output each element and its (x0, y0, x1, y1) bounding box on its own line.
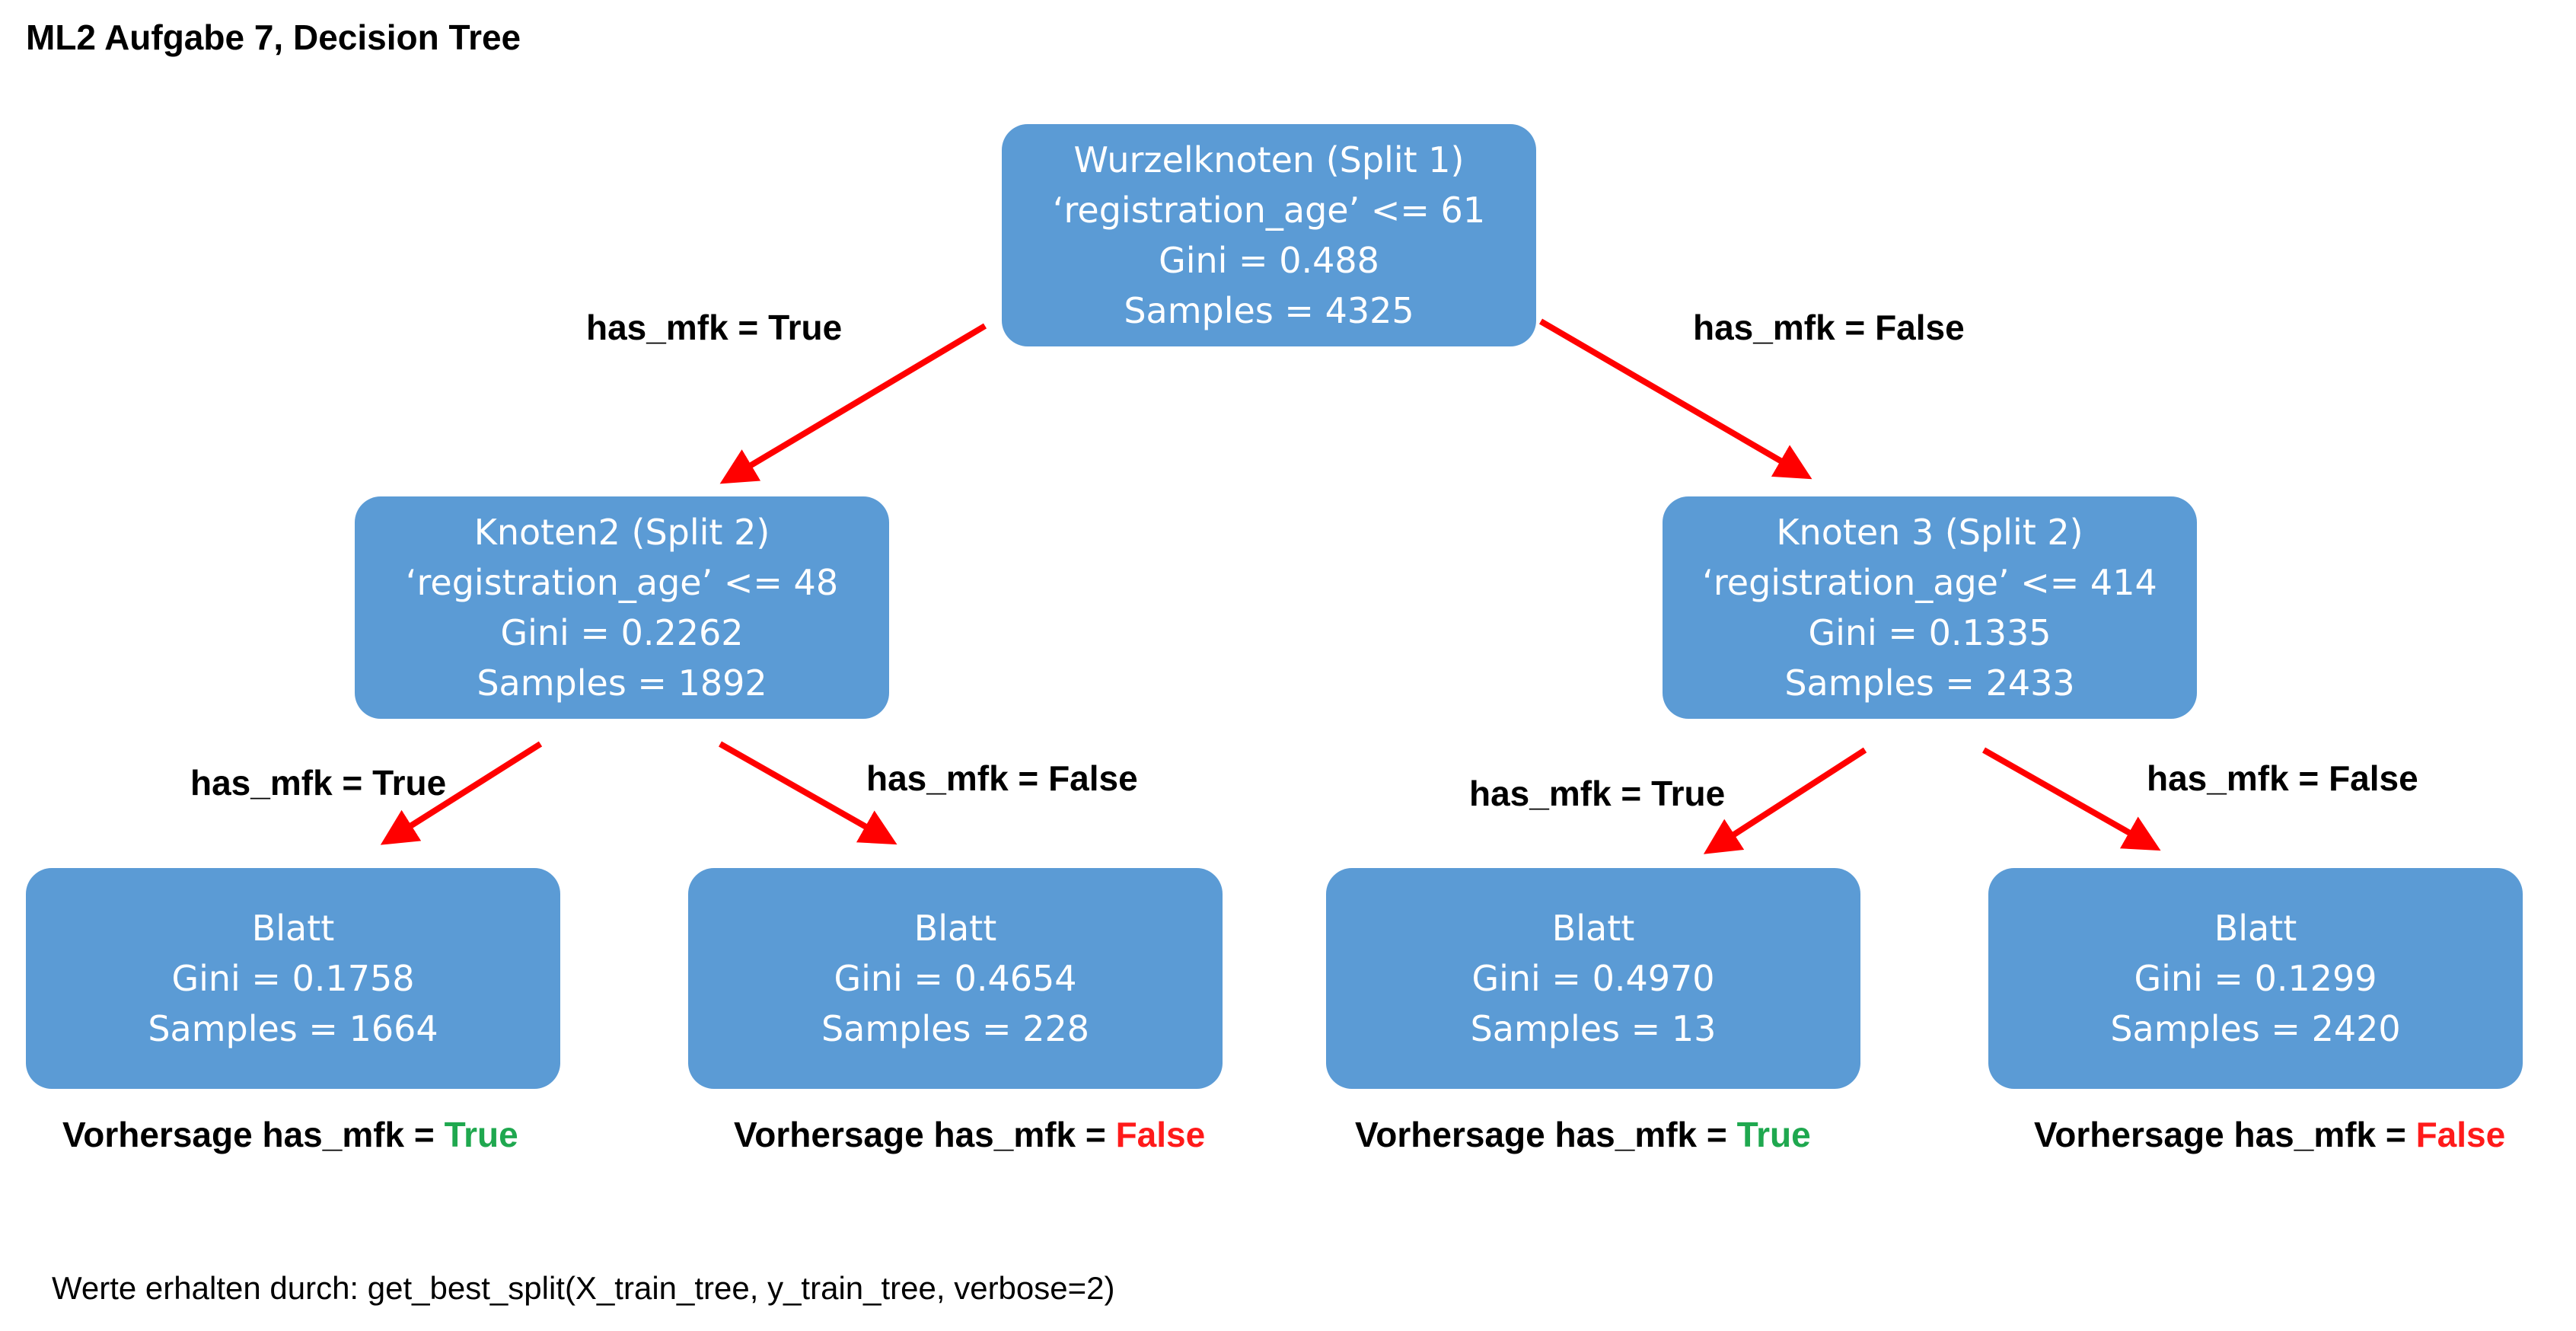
prediction-leaf-1: Vorhersage has_mfk = True (62, 1112, 518, 1157)
leaf-1-gini: Gini = 0.1758 (171, 958, 415, 999)
edge-label-node2-left: has_mfk = True (190, 763, 447, 803)
edge-label-node3-right: has_mfk = False (2147, 758, 2418, 798)
leaf-3-gini: Gini = 0.4970 (1471, 958, 1715, 999)
node-2-name: Knoten2 (Split 2) (473, 512, 770, 553)
leaf-3-samples: Samples = 13 (1470, 1008, 1717, 1049)
prediction-leaf-3: Vorhersage has_mfk = True (1355, 1112, 1811, 1157)
leaf-4-name: Blatt (2214, 908, 2297, 949)
footnote: Werte erhalten durch: get_best_split(X_t… (52, 1270, 1115, 1306)
prediction-value-false: False (1115, 1115, 1206, 1154)
leaf-4-gini: Gini = 0.1299 (2134, 958, 2377, 999)
arrow-root-to-node2 (719, 323, 987, 484)
node-3-gini: Gini = 0.1335 (1808, 612, 2052, 653)
root-node-name: Wurzelknoten (Split 1) (1073, 139, 1465, 180)
root-node-gini: Gini = 0.488 (1159, 240, 1379, 281)
node-3-condition: ‘registration_age’ <= 414 (1702, 562, 2157, 603)
prediction-prefix: Vorhersage has_mfk = (1355, 1115, 1737, 1154)
arrow-node2-to-leaf1 (380, 741, 543, 845)
node-3-name: Knoten 3 (Split 2) (1776, 512, 2083, 553)
prediction-prefix: Vorhersage has_mfk = (2034, 1115, 2416, 1154)
leaf-3: Blatt Gini = 0.4970 Samples = 13 (1326, 868, 1860, 1089)
node-2: Knoten2 (Split 2) ‘registration_age’ <= … (355, 496, 889, 719)
prediction-value-true: True (444, 1115, 518, 1154)
edge-label-root-left: has_mfk = True (586, 308, 843, 347)
edge-label-root-right: has_mfk = False (1693, 308, 1965, 347)
root-node-condition: ‘registration_age’ <= 61 (1052, 190, 1486, 231)
node-3-samples: Samples = 2433 (1784, 662, 2075, 704)
leaf-2: Blatt Gini = 0.4654 Samples = 228 (688, 868, 1223, 1089)
node-2-condition: ‘registration_age’ <= 48 (405, 562, 839, 603)
node-2-samples: Samples = 1892 (477, 662, 767, 704)
prediction-prefix: Vorhersage has_mfk = (734, 1115, 1116, 1154)
arrow-node3-to-leaf3 (1703, 747, 1867, 854)
leaf-2-gini: Gini = 0.4654 (834, 958, 1077, 999)
prediction-leaf-4: Vorhersage has_mfk = False (2034, 1112, 2505, 1157)
arrow-root-to-node3 (1538, 318, 1812, 480)
arrow-node2-to-leaf2 (719, 741, 897, 845)
leaf-2-name: Blatt (913, 908, 997, 949)
arrow-node3-to-leaf4 (1982, 747, 2161, 851)
leaf-1-samples: Samples = 1664 (148, 1008, 438, 1049)
leaf-2-samples: Samples = 228 (821, 1008, 1090, 1049)
leaf-4: Blatt Gini = 0.1299 Samples = 2420 (1988, 868, 2523, 1089)
root-node: Wurzelknoten (Split 1) ‘registration_age… (1002, 124, 1536, 346)
prediction-leaf-2: Vorhersage has_mfk = False (734, 1112, 1205, 1157)
leaf-1-name: Blatt (251, 908, 335, 949)
prediction-value-true: True (1736, 1115, 1811, 1154)
edge-label-node3-left: has_mfk = True (1469, 774, 1726, 813)
leaf-1: Blatt Gini = 0.1758 Samples = 1664 (26, 868, 560, 1089)
node-3: Knoten 3 (Split 2) ‘registration_age’ <=… (1663, 496, 2197, 719)
node-2-gini: Gini = 0.2262 (500, 612, 744, 653)
edge-label-node2-right: has_mfk = False (866, 758, 1138, 798)
leaf-4-samples: Samples = 2420 (2110, 1008, 2401, 1049)
prediction-value-false: False (2415, 1115, 2506, 1154)
page-title: ML2 Aufgabe 7, Decision Tree (26, 18, 521, 57)
leaf-3-name: Blatt (1551, 908, 1635, 949)
prediction-prefix: Vorhersage has_mfk = (62, 1115, 445, 1154)
root-node-samples: Samples = 4325 (1124, 290, 1414, 331)
